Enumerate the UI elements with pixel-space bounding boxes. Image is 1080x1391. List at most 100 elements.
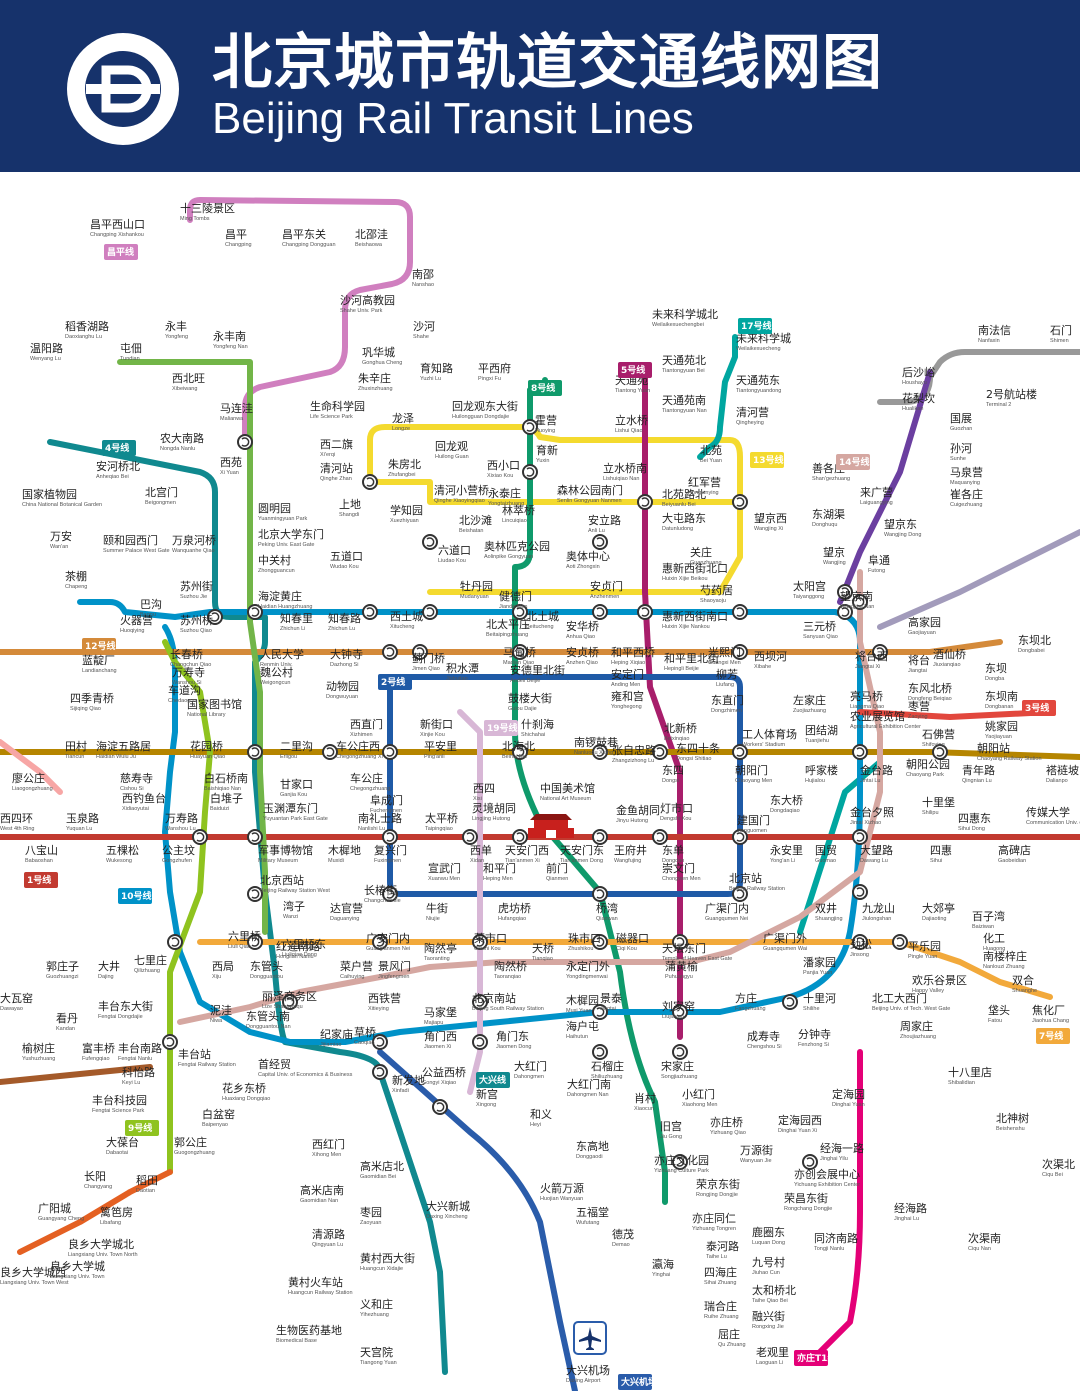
transfer-station-icon[interactable] (422, 604, 438, 620)
transfer-station-icon[interactable] (522, 419, 538, 435)
transfer-station-icon[interactable] (782, 994, 798, 1010)
transfer-station-icon[interactable] (382, 644, 398, 660)
transfer-station-icon[interactable] (372, 1064, 388, 1080)
transfer-station-icon[interactable] (362, 604, 378, 620)
transfer-station-icon[interactable] (522, 464, 538, 480)
transfer-station-icon[interactable] (167, 934, 183, 950)
transfer-station-icon[interactable] (207, 609, 223, 625)
transfer-station-icon[interactable] (592, 744, 608, 760)
transfer-station-icon[interactable] (592, 886, 608, 902)
transfer-station-icon[interactable] (852, 744, 868, 760)
transfer-station-icon[interactable] (247, 829, 263, 845)
transfer-station-icon[interactable] (732, 744, 748, 760)
transfer-station-icon[interactable] (932, 744, 948, 760)
transfer-station-icon[interactable] (592, 934, 608, 950)
transfer-station-icon[interactable] (432, 1099, 448, 1115)
